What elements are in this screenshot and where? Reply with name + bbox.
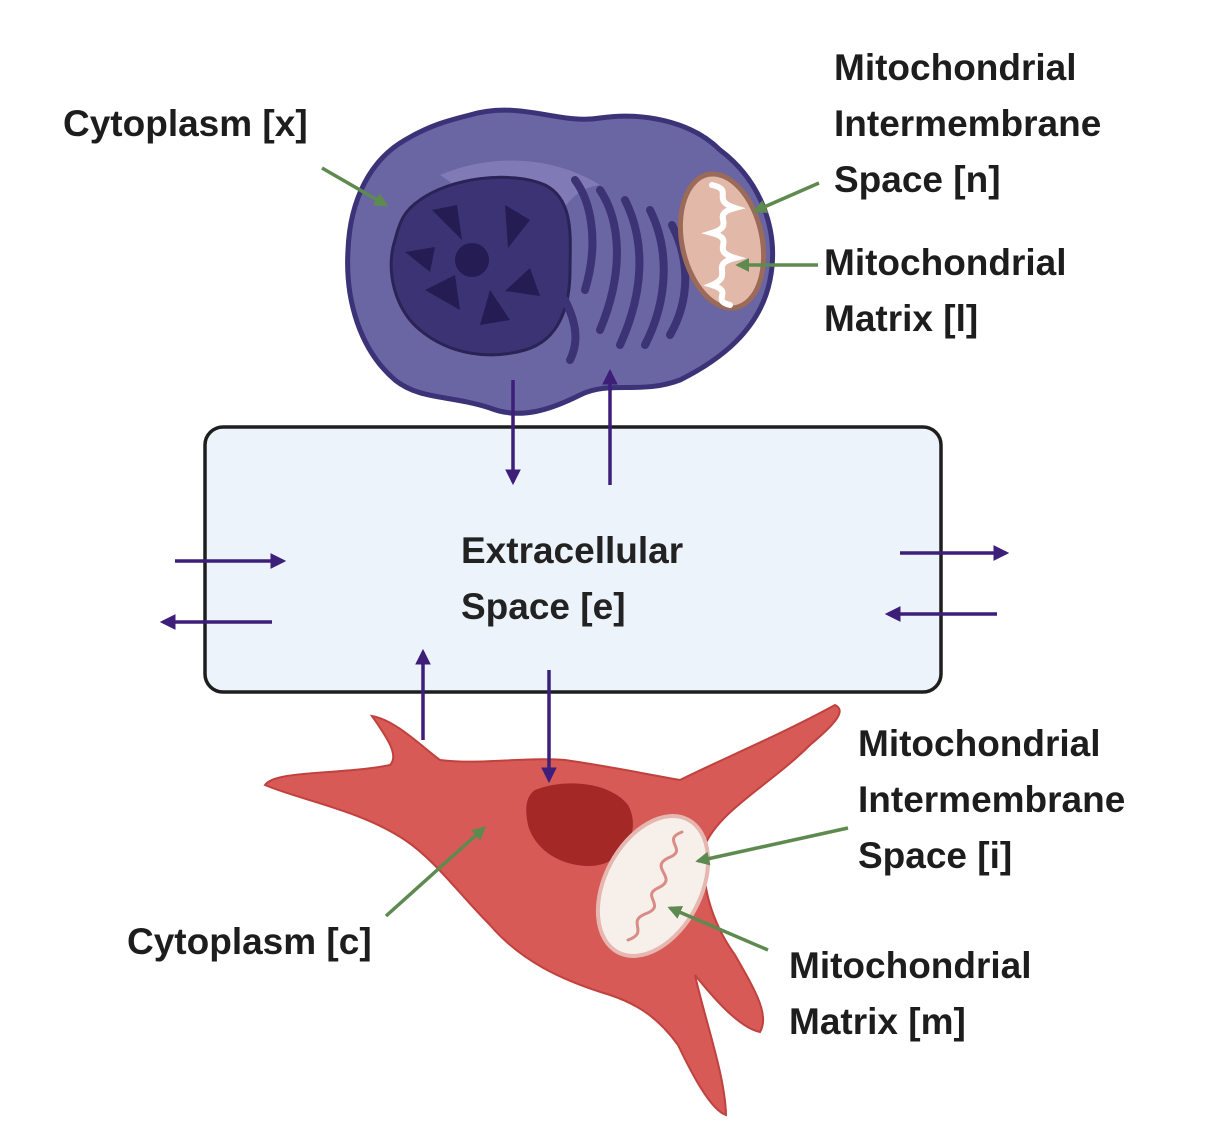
mitochondrion-bottom <box>595 814 711 958</box>
red-cell-membrane <box>263 703 841 1117</box>
pointer-mito-matrix-m <box>667 905 769 952</box>
pointer-arrows <box>321 166 849 952</box>
label-mito-matrix-m: Mitochondrial Matrix [m] <box>789 945 1032 1042</box>
pointer-cytoplasm-x <box>321 166 389 207</box>
label-mito-matrix-l: Mitochondrial Matrix [l] <box>824 242 1067 339</box>
chromatin <box>405 205 540 325</box>
pointer-mito-ims-n <box>752 181 820 213</box>
nucleolus <box>455 243 489 277</box>
red-nucleus <box>526 783 633 866</box>
red-cell <box>263 703 841 1117</box>
label-cytoplasm-x: Cytoplasm [x] <box>63 103 308 144</box>
label-cytoplasm-c: Cytoplasm [c] <box>127 921 372 962</box>
mitochondrion-top <box>677 171 767 311</box>
purple-cell <box>345 107 776 416</box>
label-extracellular-space: Extracellular Space [e] <box>461 530 684 627</box>
label-mito-ims-n: Mitochondrial Intermembrane Space [n] <box>834 47 1102 200</box>
endoplasmic-reticulum <box>561 176 690 364</box>
pointer-mito-ims-i <box>695 826 849 866</box>
pointer-cytoplasm-c <box>384 826 487 918</box>
label-mito-ims-i: Mitochondrial Intermembrane Space [i] <box>858 723 1126 876</box>
transport-arrows <box>159 368 1010 784</box>
